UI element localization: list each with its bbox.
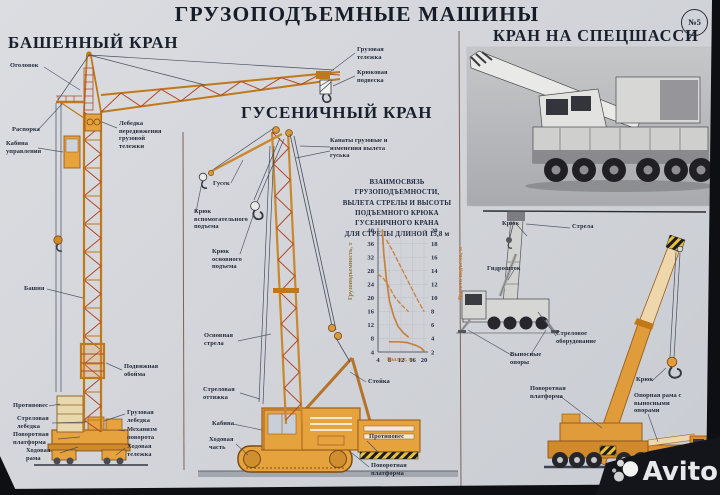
avito-logo-text: Avito [642,457,718,487]
svg-text:16: 16 [367,309,374,316]
section-dividers [182,30,707,489]
hook-icon [252,209,264,221]
svg-text:8: 8 [388,357,392,364]
svg-text:32: 32 [367,254,374,261]
hook-icon [507,242,513,249]
label-kryuk-osnovnogo: Крюк основного подъема [212,248,242,271]
label-povorotnaya-platforma-chassis: Поворотная платформа [530,385,566,400]
svg-text:12: 12 [398,357,405,364]
label-kryuk-left: Крюк [502,220,520,227]
poster-title: ГРУЗОПОДЪЕМНЫЕ МАШИНЫ [174,2,540,26]
label-khodovaya-chast: Ходовая часть [209,436,234,451]
label-khodovaya-telezhka: Ходовая тележка [127,443,152,458]
label-opornaya-rama: Опорная рама с выносными опорами [634,392,682,415]
svg-text:24: 24 [367,282,374,289]
label-lebedka-peredvizheniya: Лебедка передвижения грузовой тележки [119,120,162,151]
working-position-crane-drawing [456,212,559,334]
label-ogolovok: Оголовок [10,62,39,69]
svg-text:6: 6 [431,322,435,329]
svg-text:36: 36 [367,241,374,248]
label-povorotnaya-platforma-crawler: Поворотная платформа [371,462,407,477]
hook-icon [321,93,332,103]
svg-text:40: 40 [367,227,374,234]
svg-text:10: 10 [431,295,438,302]
chart-ylabel-right: Высота подъема, м [457,246,464,300]
leader-lines [37,52,667,468]
telescopic-crane-drawing [544,234,712,469]
label-osnovnaya-strela: Основная стрела [204,332,234,347]
label-gidroshtok: Гидрошток [487,265,521,272]
svg-text:8: 8 [431,309,435,316]
label-povorotnaya-platforma-tower: Поворотная платформа [13,431,49,446]
hook-icon [56,243,63,252]
label-strelovaya-ottyazhka: Стреловая оттяжка [203,386,235,401]
label-strelovoe-oborudovanie: Стреловое оборудование [556,330,597,345]
label-protivoves-crawler: Противовес [369,433,405,440]
tower-crane-drawing [34,51,341,466]
label-gruzovaya-telezhka: Грузовая тележка [357,46,384,61]
avito-logo-icon [612,459,639,482]
svg-text:20: 20 [431,227,438,234]
truck-crane-photo [466,46,715,207]
svg-text:20: 20 [367,295,374,302]
label-strelovaya-lebedka: Стреловая лебедка [17,415,49,430]
svg-text:4: 4 [376,357,380,364]
svg-text:16: 16 [409,357,416,364]
heading-tower-crane: БАШЕННЫЙ КРАН [8,33,179,52]
label-kabina-crawler: Кабина [212,420,235,427]
svg-text:4: 4 [371,349,375,356]
label-kryukovaya-podveska: Крюковая подвеска [357,69,388,84]
label-bashnya: Башня [24,285,45,292]
svg-text:12: 12 [367,322,374,329]
label-strela: Стрела [572,223,594,230]
avito-watermark: Avito [612,452,718,492]
svg-text:4: 4 [431,336,435,343]
cargo-trolley [316,71,330,79]
label-kryuk-vspomogatelnogo: Крюк вспомогательного подъема [194,208,248,231]
svg-text:20: 20 [421,357,428,364]
label-podvizhnaya-oboyma: Подвижная обойма [124,363,159,378]
heading-chassis-crane: КРАН НА СПЕЦШАССИ [493,26,699,45]
label-gusek: Гусек [213,180,230,187]
label-kabina-upravleniya: Кабина управления [6,140,42,155]
crawler-crane-drawing [198,126,458,477]
svg-text:8: 8 [371,336,375,343]
chart-ylabel-left: Грузоподъемность, т [347,242,354,300]
hook-icon [201,180,208,189]
label-vynosnye-opory: Выносные опоры [510,351,542,366]
svg-text:12: 12 [431,282,438,289]
label-stoyka: Стойка [368,378,390,385]
svg-text:18: 18 [431,241,438,248]
label-rasporka: Распорка [12,126,40,133]
label-protivoves-tower: Противовес [13,402,49,409]
svg-text:28: 28 [367,268,374,275]
label-kryuk-right: Крюк [636,376,654,383]
label-gruzovaya-lebedka: Грузовая лебедка [127,409,154,424]
svg-text:14: 14 [431,268,438,275]
heading-crawler-crane: ГУСЕНИЧНЫЙ КРАН [241,103,433,122]
label-mekhanizm-povorota: Механизм поворота [127,426,157,441]
svg-text:16: 16 [431,254,438,261]
label-khodovaya-rama: Ходовая рама [26,447,51,462]
hook-icon [668,366,682,379]
label-kanaty: Канаты грузовые и изменения вылета гуськ… [330,137,388,160]
svg-text:2: 2 [431,349,435,356]
chart-xlabel: Вылет, м [387,356,413,363]
